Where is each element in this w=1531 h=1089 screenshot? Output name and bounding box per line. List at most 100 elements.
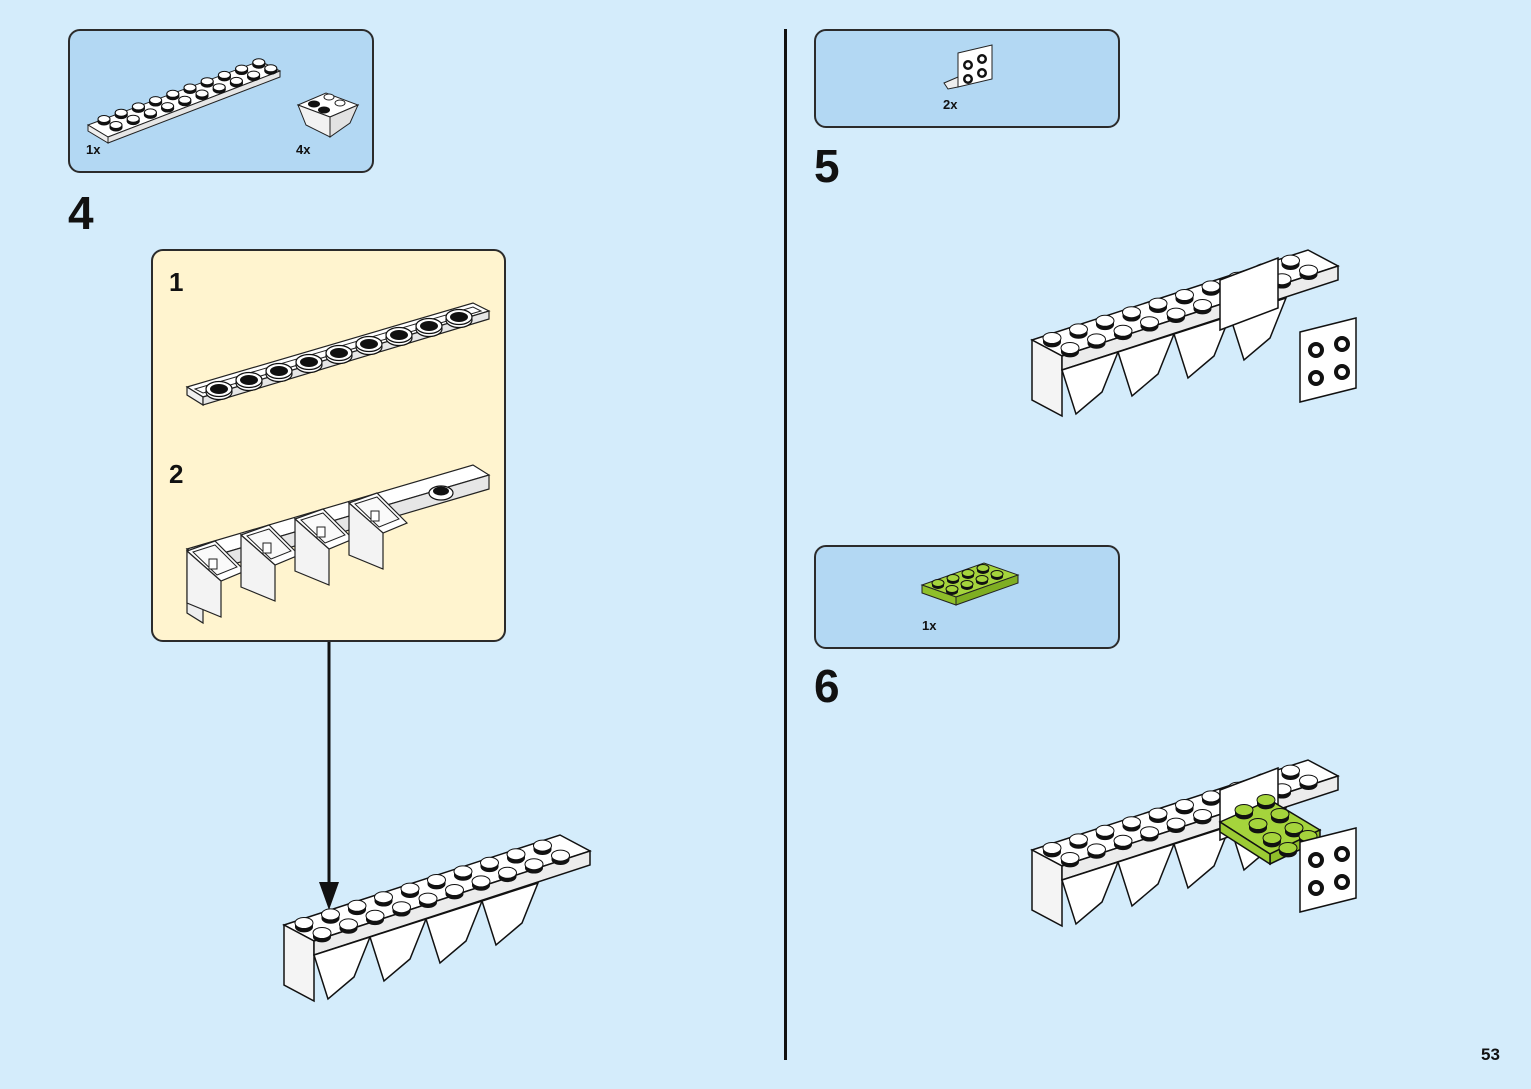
stud	[1281, 254, 1300, 270]
part-qty: 2x	[943, 97, 958, 112]
base-model	[1030, 759, 1340, 928]
stud	[109, 121, 123, 132]
step-4-parts-box: 1x 4x	[68, 29, 374, 173]
stud	[1270, 808, 1290, 824]
stud	[533, 839, 552, 855]
stud	[143, 108, 157, 119]
step-6-parts-box: 1x	[814, 545, 1120, 649]
stud	[200, 77, 214, 88]
tube	[445, 308, 473, 329]
stud	[217, 70, 231, 82]
four-inverted-slopes-attached-icon	[185, 464, 491, 625]
step-number: 5	[814, 140, 840, 192]
stud	[166, 89, 180, 101]
sub-step-number: 1	[169, 267, 184, 297]
sub-step-number: 2	[169, 459, 184, 489]
base-model	[282, 834, 592, 1003]
stud	[1042, 332, 1062, 348]
stud	[418, 892, 438, 908]
stud	[264, 64, 278, 75]
stud	[506, 848, 526, 864]
stud	[1166, 307, 1186, 323]
stud	[1284, 822, 1304, 838]
stud	[252, 58, 266, 69]
stud	[1069, 323, 1088, 339]
step-5-parts-box: 2x	[814, 29, 1120, 128]
stud	[1087, 843, 1106, 859]
stud	[524, 858, 544, 874]
tube	[415, 317, 443, 338]
stud	[1193, 299, 1212, 315]
stud	[1234, 804, 1254, 820]
stud	[183, 83, 197, 94]
stud	[1095, 314, 1115, 331]
stud	[1166, 817, 1186, 833]
page-number: 53	[1481, 1045, 1500, 1064]
stud	[347, 899, 367, 916]
stud	[931, 579, 945, 589]
stud	[1175, 289, 1194, 305]
tube	[265, 362, 293, 383]
stud	[946, 574, 960, 584]
stud	[229, 76, 243, 88]
part-qty: 4x	[296, 142, 311, 157]
stud	[445, 884, 464, 900]
stud	[990, 570, 1004, 580]
lime-plate-2x4-icon	[920, 562, 1020, 606]
white-inverted-slope-2x2-icon	[296, 92, 360, 138]
stud	[427, 874, 446, 890]
part-qty: 1x	[922, 618, 937, 633]
stud	[1262, 832, 1282, 848]
stud	[1248, 818, 1268, 834]
base-with-lime-plate-icon	[1030, 759, 1357, 928]
stud	[453, 865, 473, 881]
tube	[295, 353, 323, 374]
stud	[975, 575, 989, 585]
stud	[1278, 842, 1298, 858]
inverted-slope	[293, 508, 355, 586]
stud	[1140, 826, 1159, 842]
stud	[1148, 297, 1168, 313]
assembled-base-icon	[282, 834, 592, 1003]
part-qty: 1x	[86, 142, 101, 157]
stud	[1113, 324, 1133, 341]
tube	[385, 326, 413, 347]
inverted-slope	[185, 540, 247, 618]
stud	[312, 927, 332, 943]
stud	[161, 102, 175, 113]
stud	[1042, 842, 1062, 858]
stud	[1299, 264, 1318, 280]
stud	[960, 580, 974, 590]
tube	[205, 380, 233, 401]
tube	[355, 335, 383, 356]
arrow-icon	[319, 642, 339, 910]
white-plate-1x10-icon	[185, 302, 491, 407]
stud	[1281, 764, 1300, 780]
step-number: 4	[68, 187, 94, 239]
tube	[325, 344, 353, 365]
stud	[294, 917, 314, 933]
stud	[126, 114, 140, 126]
stud	[1095, 824, 1115, 841]
stud	[195, 89, 209, 100]
stud	[339, 918, 358, 934]
stud	[1256, 794, 1276, 810]
stud	[212, 83, 226, 94]
stud	[961, 569, 975, 579]
stud	[247, 70, 261, 82]
stud	[945, 585, 959, 595]
stud	[1060, 342, 1080, 358]
inverted-slope	[347, 492, 409, 570]
stud	[365, 909, 385, 926]
stud	[1299, 774, 1318, 790]
stud	[374, 891, 393, 907]
step-number: 6	[814, 660, 840, 712]
stud	[321, 908, 340, 924]
stud	[235, 64, 249, 76]
stud	[1122, 306, 1141, 322]
stud	[178, 95, 192, 107]
stud	[1122, 816, 1141, 832]
stud	[1148, 807, 1168, 823]
stud	[480, 856, 499, 873]
inverted-slope	[239, 524, 301, 602]
